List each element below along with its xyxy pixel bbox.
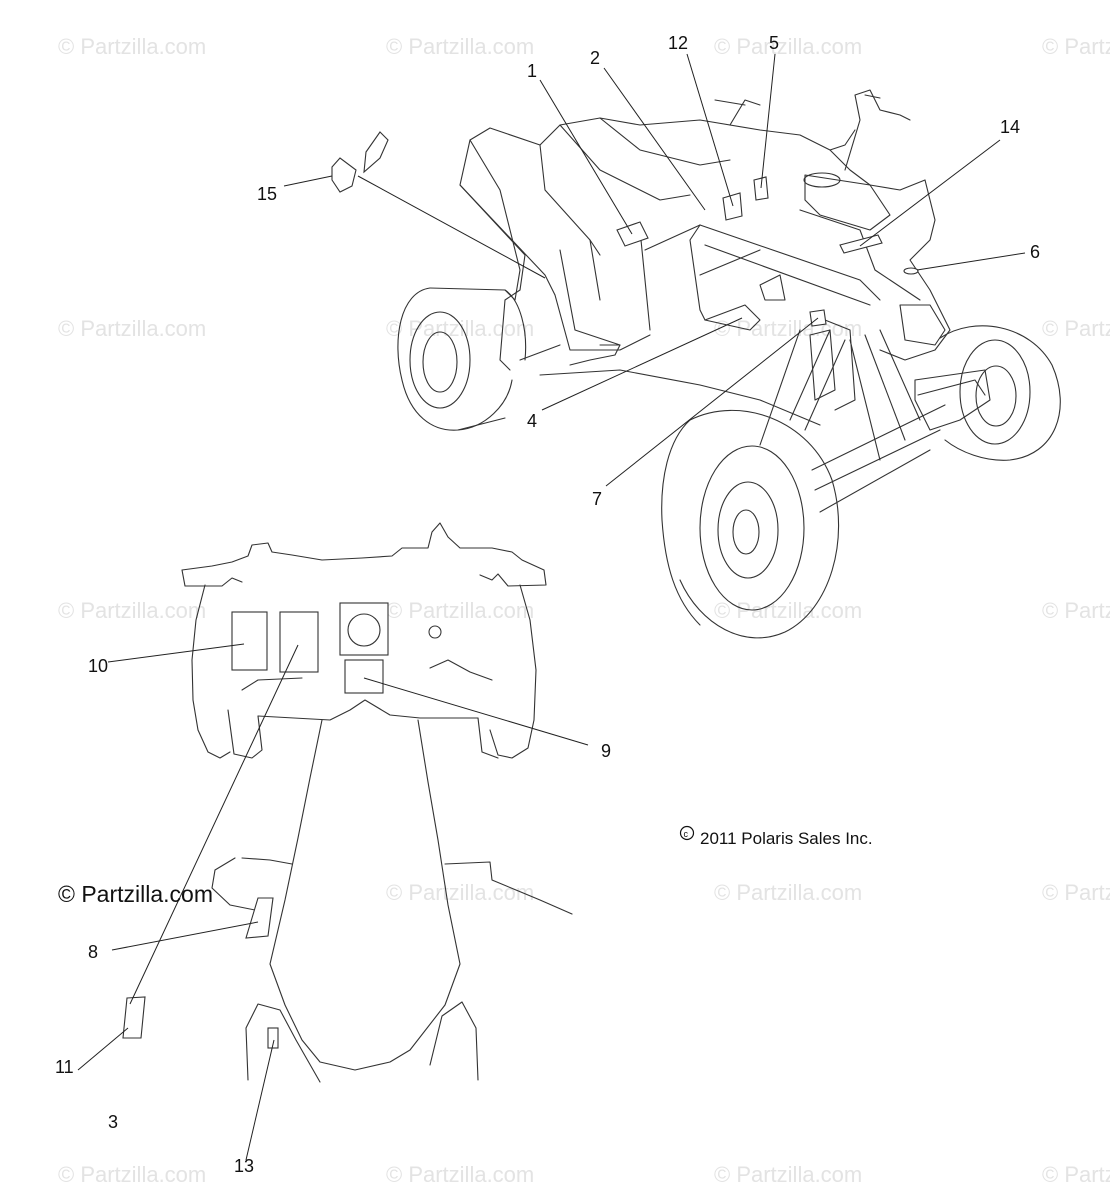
callout-1: 1 [527,61,537,81]
decal-14 [839,234,883,254]
decal-3 [279,611,319,673]
callout-2: 2 [590,48,600,68]
copyright-notice: c 2011 Polaris Sales Inc. [679,825,873,848]
callout-4: 4 [527,411,537,431]
watermark: © Partzilla.com [58,1162,206,1187]
front-left-wheel [661,409,840,639]
decal-8 [245,897,274,939]
copyright-c-glyph: c [684,829,689,839]
watermark: © Partzilla.com [1042,880,1110,905]
decal-15b [363,131,389,174]
leader-lines [77,53,1026,1161]
callout-15: 15 [257,184,277,204]
rear-wheel [397,287,527,431]
copyright-text: 2011 Polaris Sales Inc. [700,829,873,848]
watermark-grid: © Partzilla.com © Partzilla.com © Partzi… [58,34,1110,1187]
callout-14: 14 [1000,117,1020,137]
callout-7: 7 [592,489,602,509]
partzilla-brand-watermark: © Partzilla.com [58,881,213,907]
decal-5 [753,176,769,201]
callout-labels: 1 2 3 4 5 6 7 8 9 10 11 12 13 14 15 [55,33,1040,1176]
decal-13 [267,1027,279,1049]
callout-3: 3 [108,1112,118,1132]
decal-15a [331,157,357,193]
atv-decals [331,131,919,327]
copyright-symbol-icon [679,825,695,841]
gauge-panel [339,602,389,656]
watermark: © Partzilla.com [386,598,534,623]
callout-8: 8 [88,942,98,962]
atv-perspective-view [331,89,1061,639]
decal-11 [122,996,146,1039]
watermark: © Partzilla.com [1042,34,1110,59]
watermark: © Partzilla.com [386,34,534,59]
watermark: © Partzilla.com [386,316,534,341]
callout-12: 12 [668,33,688,53]
atv-top-view [122,522,573,1083]
watermark: © Partzilla.com [714,598,862,623]
decal-6 [903,267,919,275]
callout-10: 10 [88,656,108,676]
callout-6: 6 [1030,242,1040,262]
watermark: © Partzilla.com [386,880,534,905]
watermark: © Partzilla.com [714,316,862,341]
watermark: © Partzilla.com [714,880,862,905]
callout-11: 11 [55,1057,74,1077]
watermark: © Partzilla.com [1042,316,1110,341]
decal-12 [722,192,743,221]
watermark: © Partzilla.com [58,34,206,59]
decal-9 [344,659,384,694]
suspension [759,329,946,513]
watermark: © Partzilla.com [714,1162,862,1187]
watermark: © Partzilla.com [58,598,206,623]
watermark: © Partzilla.com [1042,598,1110,623]
callout-13: 13 [234,1156,254,1176]
atv-body [459,89,991,431]
watermark: © Partzilla.com [1042,1162,1110,1187]
watermark: © Partzilla.com [58,316,206,341]
watermark: © Partzilla.com [714,34,862,59]
callout-5: 5 [769,33,779,53]
decal-1 [616,221,649,247]
watermark: © Partzilla.com [386,1162,534,1187]
callout-9: 9 [601,741,611,761]
front-right-wheel [939,325,1061,461]
decal-10 [231,611,268,671]
